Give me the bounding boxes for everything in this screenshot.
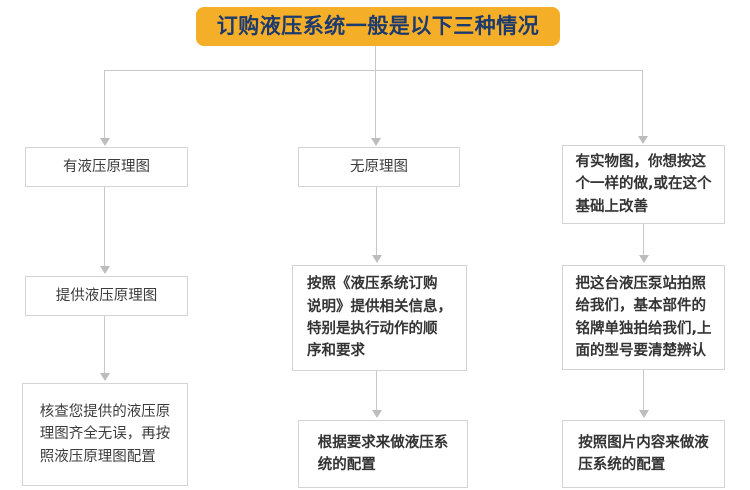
connector-trunk-vertical <box>375 46 376 71</box>
connector-branch-3-drop <box>642 70 643 136</box>
connector-branch-1-drop <box>104 70 105 138</box>
arrow-branch-1-down <box>100 138 110 146</box>
node-branch-1-step-3[interactable]: 核查您提供的液压原 理图齐全无误，再按 照液压原理图配置 <box>22 383 188 486</box>
flowchart-title-banner: 订购液压系统一般是以下三种情况 <box>196 7 560 46</box>
connector-b1-s1-to-s2 <box>104 187 105 266</box>
arrow-branch-3-down <box>638 136 648 144</box>
node-label: 核查您提供的液压原 理图齐全无误，再按 照液压原理图配置 <box>39 403 171 465</box>
node-branch-2-step-2[interactable]: 按照《液压系统订购 说明》提供相关信息， 特别是执行动作的顺 序和要求 <box>292 265 467 371</box>
node-label: 有液压原理图 <box>63 158 150 175</box>
node-label: 无原理图 <box>350 158 408 175</box>
arrow-b1-s1-to-s2 <box>100 266 110 274</box>
flowchart-title-text: 订购液压系统一般是以下三种情况 <box>216 14 540 38</box>
arrow-branch-2-down <box>371 138 381 146</box>
node-branch-3-step-2[interactable]: 把这台液压泵站拍照 给我们，基本部件的 铭牌单独拍给我们,上 面的型号要清楚辨认 <box>562 265 725 370</box>
arrow-b3-s2-to-s3 <box>639 410 649 418</box>
arrow-b2-s2-to-s3 <box>372 410 382 418</box>
connector-b2-s2-to-s3 <box>376 371 377 410</box>
arrow-b3-s1-to-s2 <box>639 255 649 263</box>
node-label: 把这台液压泵站拍照 给我们，基本部件的 铭牌单独拍给我们,上 面的型号要清楚辨认 <box>575 275 712 359</box>
node-branch-1-step-1[interactable]: 有液压原理图 <box>25 147 188 187</box>
node-branch-2-step-1[interactable]: 无原理图 <box>298 147 460 187</box>
node-label: 根据要求来做液压系 统的配置 <box>317 434 449 473</box>
connector-distribution-bar <box>104 70 643 71</box>
connector-b1-s2-to-s3 <box>104 316 105 373</box>
node-branch-2-step-3[interactable]: 根据要求来做液压系 统的配置 <box>298 420 468 488</box>
connector-branch-2-drop <box>375 70 376 138</box>
node-branch-3-step-3[interactable]: 按照图片内容来做液 压系统的配置 <box>562 420 725 488</box>
arrow-b1-s2-to-s3 <box>100 373 110 381</box>
arrow-b2-s1-to-s2 <box>372 255 382 263</box>
node-label: 有实物图，你想按这 个一样的做,或在这个 基础上改善 <box>575 153 712 215</box>
node-label: 提供液压原理图 <box>55 287 158 304</box>
node-branch-1-step-2[interactable]: 提供液压原理图 <box>25 276 188 316</box>
node-label: 按照图片内容来做液 压系统的配置 <box>578 434 709 473</box>
connector-b3-s1-to-s2 <box>643 224 644 255</box>
node-label: 按照《液压系统订购 说明》提供相关信息， 特别是执行动作的顺 序和要求 <box>307 276 452 360</box>
connector-b3-s2-to-s3 <box>643 370 644 410</box>
connector-b2-s1-to-s2 <box>376 187 377 255</box>
node-branch-3-step-1[interactable]: 有实物图，你想按这 个一样的做,或在这个 基础上改善 <box>562 145 725 224</box>
